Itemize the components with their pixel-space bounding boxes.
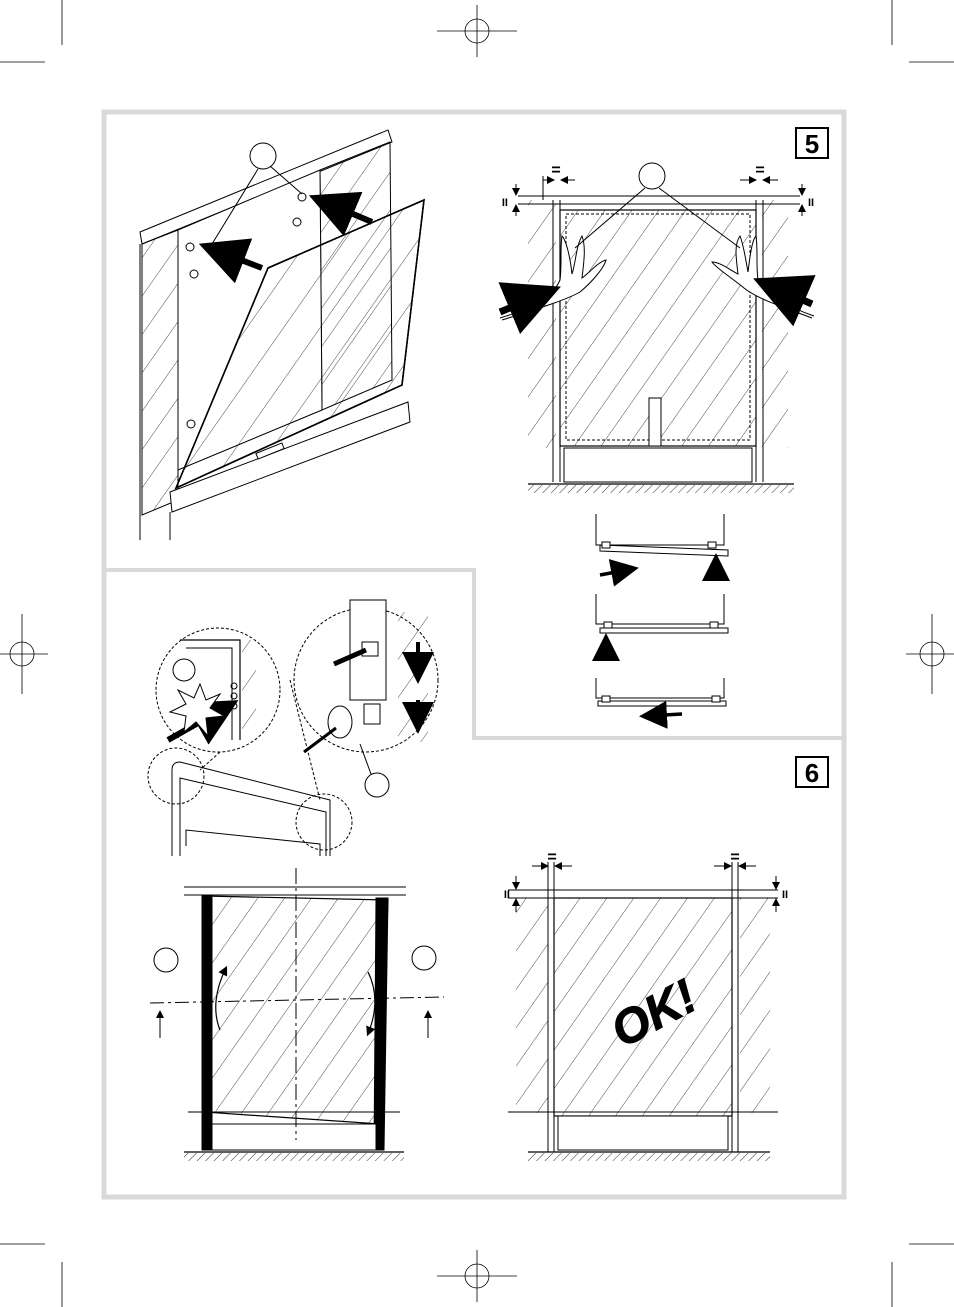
skewed-door-adjustment-figure [150,868,444,1161]
step-6-badge: 6 [796,757,828,788]
step-6-number: 6 [805,758,819,788]
equal-mark-side-left: II [502,197,508,209]
step-5-badge: 5 [796,128,828,159]
step-5-number: 5 [805,129,819,159]
perspective-door-mounting-figure [140,130,424,540]
equal-mark-side-right: II [808,197,814,209]
registration-mark-right [906,614,954,694]
front-view-hands-figure [500,163,814,493]
equal-mark-bottom-top-left: = [547,849,556,866]
registration-mark-bottom [437,1250,517,1302]
equal-mark-bottom-side-right: II [782,889,788,901]
equal-mark-bottom-top-right: = [730,849,739,866]
equal-mark-bottom-side-left: II [504,889,510,901]
equal-mark-top-right: = [755,162,764,179]
door-detail-zoom-figure [148,600,438,856]
sliding-sequence-figure [596,514,728,716]
registration-mark-top [437,5,517,57]
registration-mark-left [0,614,48,694]
equal-mark-top-left: = [551,162,560,179]
